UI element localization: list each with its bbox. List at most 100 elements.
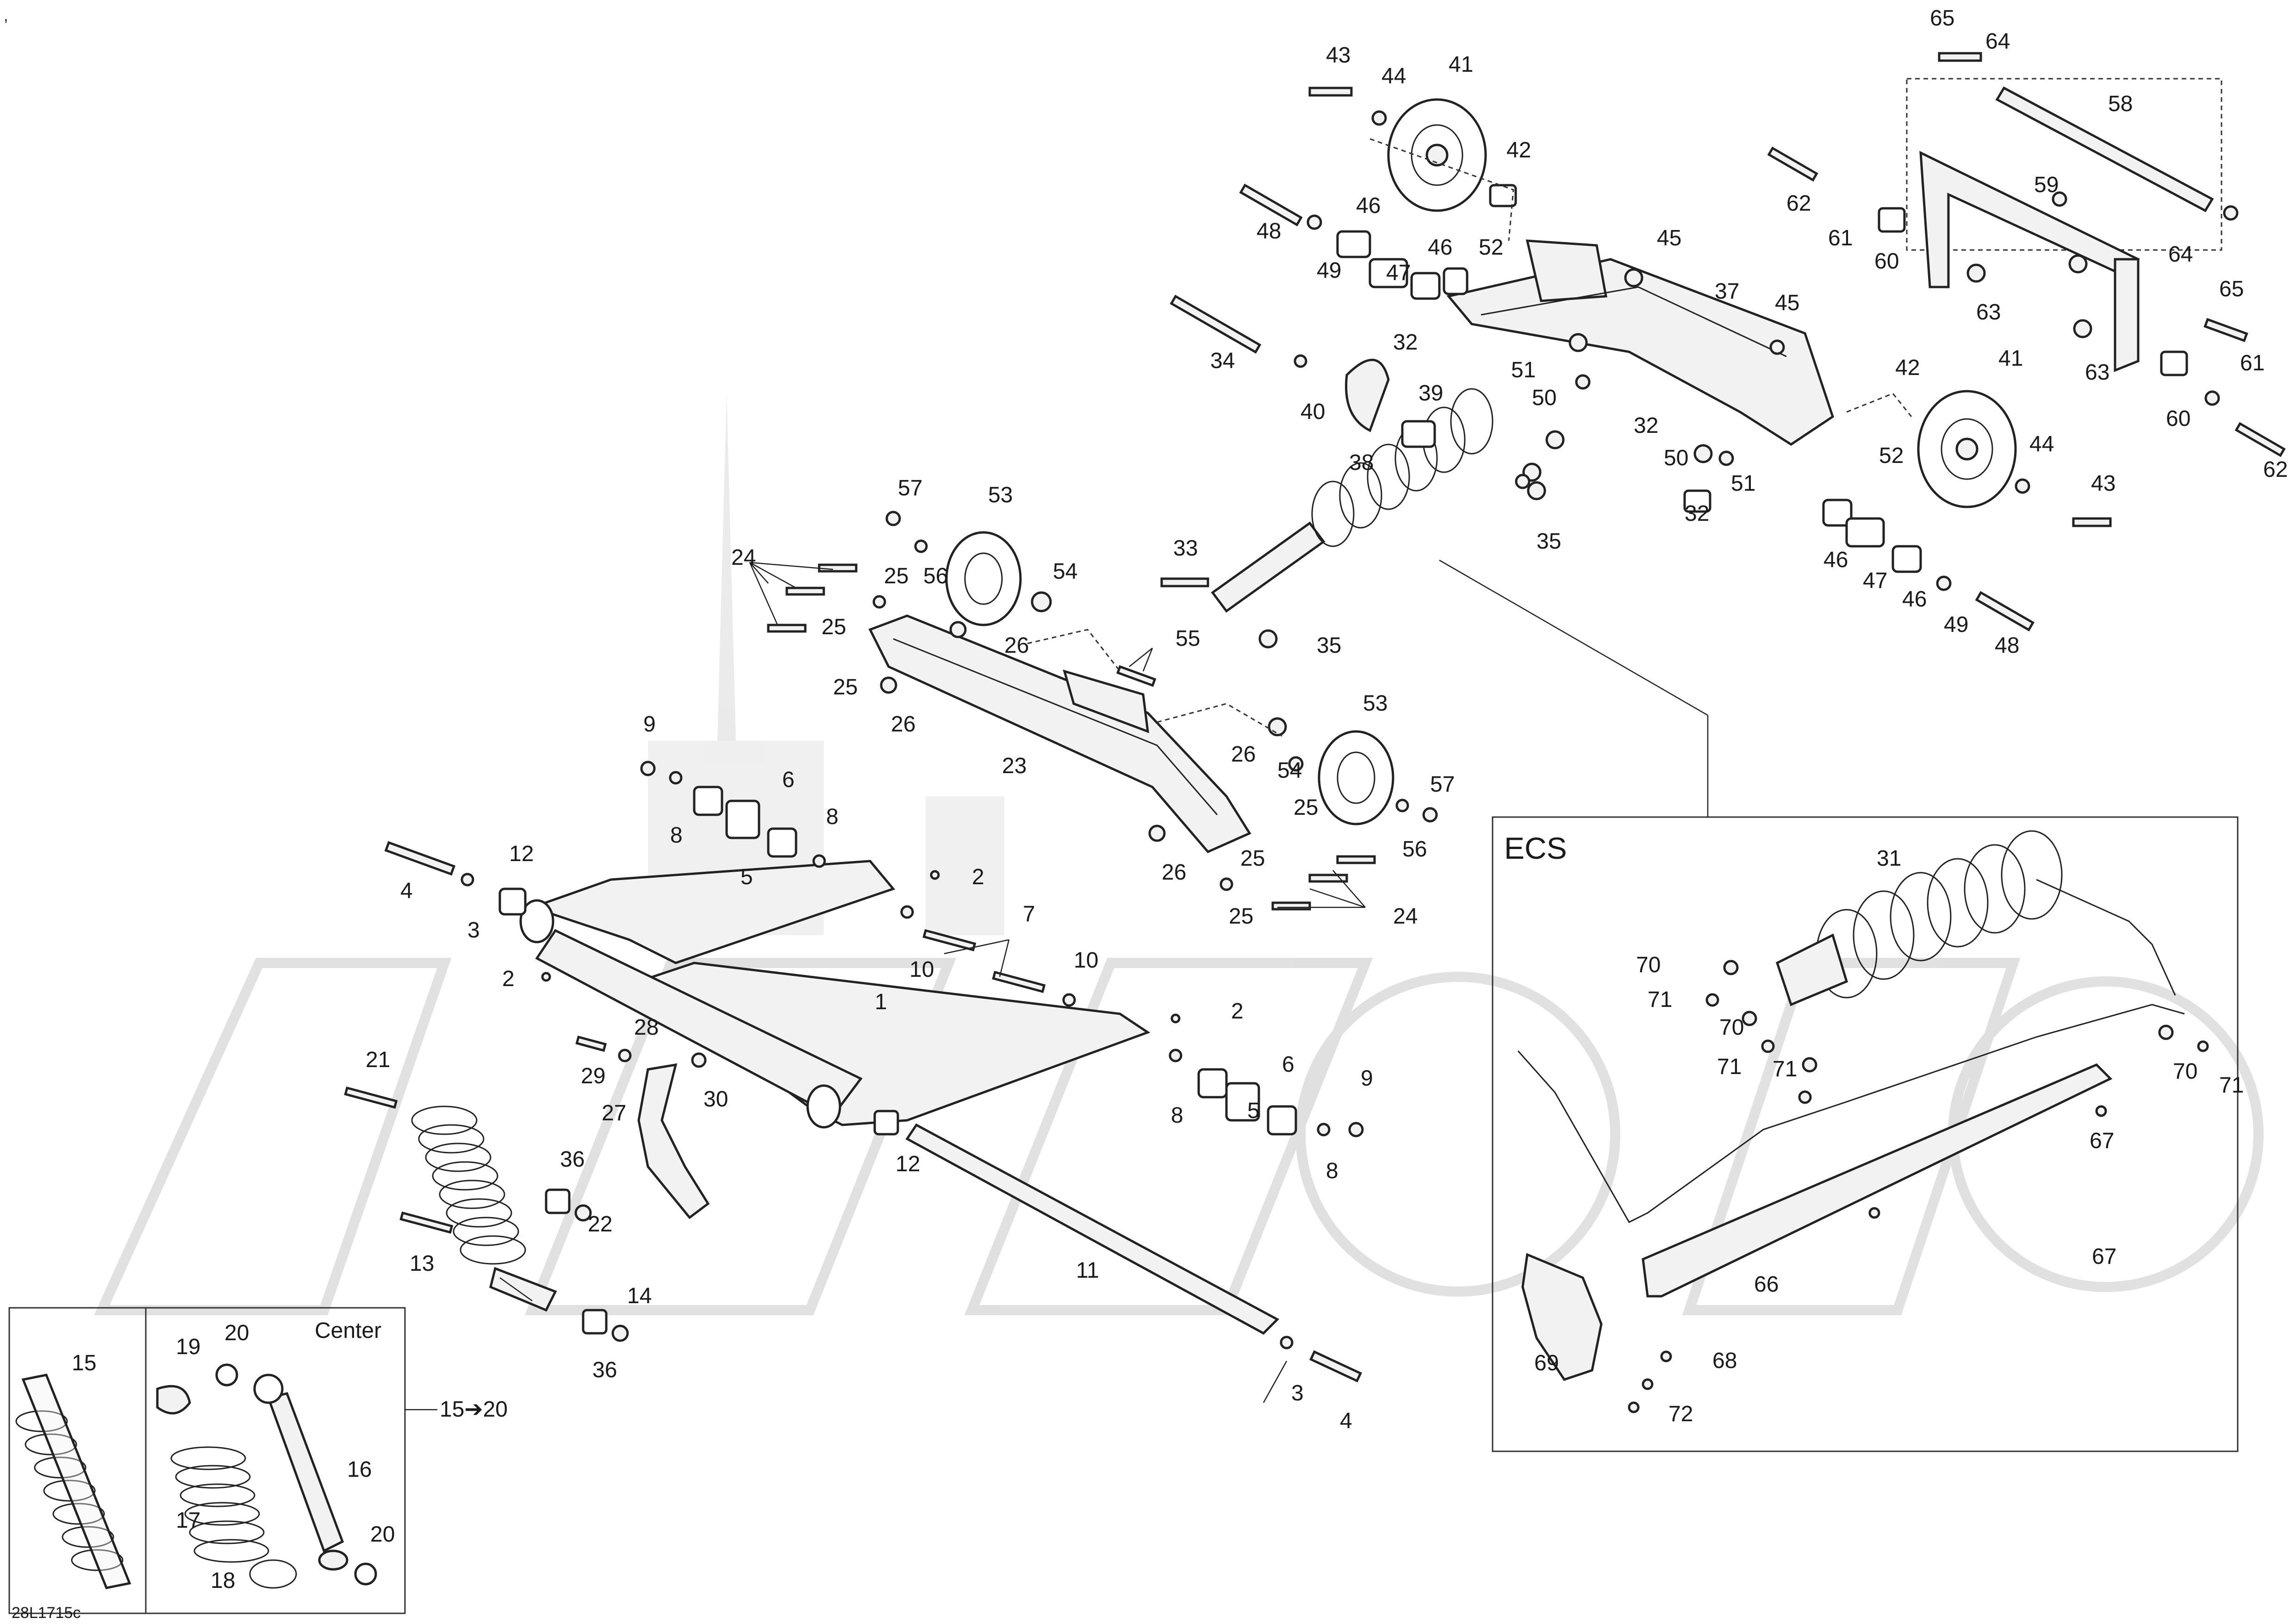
callout-36: 36 <box>560 1147 585 1172</box>
callout-54: 54 <box>1053 559 1077 584</box>
callout-6: 6 <box>782 768 795 792</box>
callout-58: 58 <box>2108 92 2133 116</box>
callout-67: 67 <box>2090 1129 2114 1153</box>
callout-2: 2 <box>1231 999 1244 1024</box>
callout-57: 57 <box>1430 772 1455 797</box>
callout-61: 61 <box>1828 226 1853 250</box>
callout-25: 25 <box>884 564 908 588</box>
callout-25: 25 <box>821 615 846 639</box>
callout-49: 49 <box>1944 612 1968 637</box>
callout-59: 59 <box>2034 173 2059 197</box>
callout-1: 1 <box>875 990 887 1014</box>
callout-53: 53 <box>988 483 1013 507</box>
callout-45: 45 <box>1657 226 1681 250</box>
callout-18: 18 <box>211 1568 235 1593</box>
callout-56: 56 <box>923 564 948 588</box>
callout-48: 48 <box>1257 219 1281 244</box>
callout-4: 4 <box>1340 1409 1352 1433</box>
callout-60: 60 <box>1874 249 1899 274</box>
callout-63: 63 <box>1976 300 2001 325</box>
callout-16: 16 <box>347 1457 372 1482</box>
callout-64: 64 <box>1985 29 2010 54</box>
callout-66: 66 <box>1754 1272 1779 1297</box>
callout-22: 22 <box>588 1212 612 1237</box>
callout-17: 17 <box>176 1508 200 1533</box>
front-lower-arm-1 <box>344 761 1364 1383</box>
callout-14: 14 <box>627 1284 652 1308</box>
callout-71: 71 <box>1717 1055 1742 1079</box>
callout-54: 54 <box>1277 758 1302 783</box>
callout-32: 32 <box>1685 501 1709 526</box>
callout-8: 8 <box>670 823 683 848</box>
drawing-reference: 28L1715c <box>12 1604 81 1622</box>
callout-8: 8 <box>1326 1159 1338 1183</box>
watermark <box>93 394 2264 1315</box>
callout-34: 34 <box>1210 349 1235 373</box>
callout-10: 10 <box>1074 948 1098 973</box>
callout-25: 25 <box>1229 904 1253 929</box>
callout-47: 47 <box>1863 568 1887 593</box>
callout-36: 36 <box>592 1358 617 1382</box>
callout-56: 56 <box>1402 837 1427 862</box>
callout-24: 24 <box>731 545 756 570</box>
callout-70: 70 <box>1636 953 1661 977</box>
callout-45: 45 <box>1775 291 1799 315</box>
callout-30: 30 <box>703 1087 728 1112</box>
callout-29: 29 <box>581 1064 605 1088</box>
callout-20: 20 <box>370 1522 395 1547</box>
callout-32: 32 <box>1634 413 1658 438</box>
callout-24: 24 <box>1393 904 1418 929</box>
callout-68: 68 <box>1712 1349 1737 1373</box>
callout-2: 2 <box>502 967 515 991</box>
shock-kit-range-label: 15➔20 <box>440 1397 508 1422</box>
callout-9: 9 <box>643 712 656 737</box>
callout-25: 25 <box>1240 846 1265 871</box>
callout-6: 6 <box>1282 1052 1294 1077</box>
callout-9: 9 <box>1361 1066 1373 1091</box>
callout-26: 26 <box>1231 742 1256 767</box>
front-arm-23 <box>767 511 1438 911</box>
callout-42: 42 <box>1506 138 1531 162</box>
callout-25: 25 <box>833 675 858 700</box>
callout-40: 40 <box>1300 400 1325 424</box>
callout-64: 64 <box>2168 242 2193 267</box>
callout-46: 46 <box>1356 194 1381 218</box>
callout-13: 13 <box>410 1251 434 1276</box>
callout-5: 5 <box>1247 1099 1260 1123</box>
callout-10: 10 <box>909 957 934 982</box>
callout-12: 12 <box>896 1152 920 1176</box>
callout-51: 51 <box>1511 358 1536 382</box>
callout-23: 23 <box>1002 754 1027 778</box>
shock-kit-center-label: Center <box>315 1318 381 1343</box>
callout-11: 11 <box>1076 1258 1099 1283</box>
callout-7: 7 <box>1023 902 1035 926</box>
callout-55: 55 <box>1176 626 1200 651</box>
ecs-inset-title: ECS <box>1504 831 1567 865</box>
callout-27: 27 <box>602 1101 626 1125</box>
callout-52: 52 <box>1479 235 1503 260</box>
callout-46: 46 <box>1902 587 1927 612</box>
callout-26: 26 <box>891 712 915 737</box>
callout-41: 41 <box>1998 346 2023 371</box>
callout-42: 42 <box>1895 356 1920 380</box>
callout-46: 46 <box>1823 548 1848 572</box>
callout-26: 26 <box>1162 860 1186 885</box>
callout-51: 51 <box>1731 471 1755 496</box>
callout-71: 71 <box>1648 987 1672 1012</box>
callout-48: 48 <box>1995 633 2019 658</box>
callout-47: 47 <box>1386 261 1411 285</box>
callout-3: 3 <box>467 918 480 943</box>
callout-50: 50 <box>1664 446 1688 470</box>
callout-33: 33 <box>1173 536 1198 561</box>
callout-65: 65 <box>2219 277 2244 301</box>
callout-5: 5 <box>740 865 753 889</box>
callout-43: 43 <box>2091 471 2116 496</box>
callout-35: 35 <box>1537 529 1561 554</box>
callout-39: 39 <box>1419 381 1443 406</box>
callout-37: 37 <box>1715 279 1739 304</box>
callout-32: 32 <box>1393 330 1418 355</box>
callout-38: 38 <box>1349 450 1374 475</box>
callout-41: 41 <box>1449 52 1473 77</box>
